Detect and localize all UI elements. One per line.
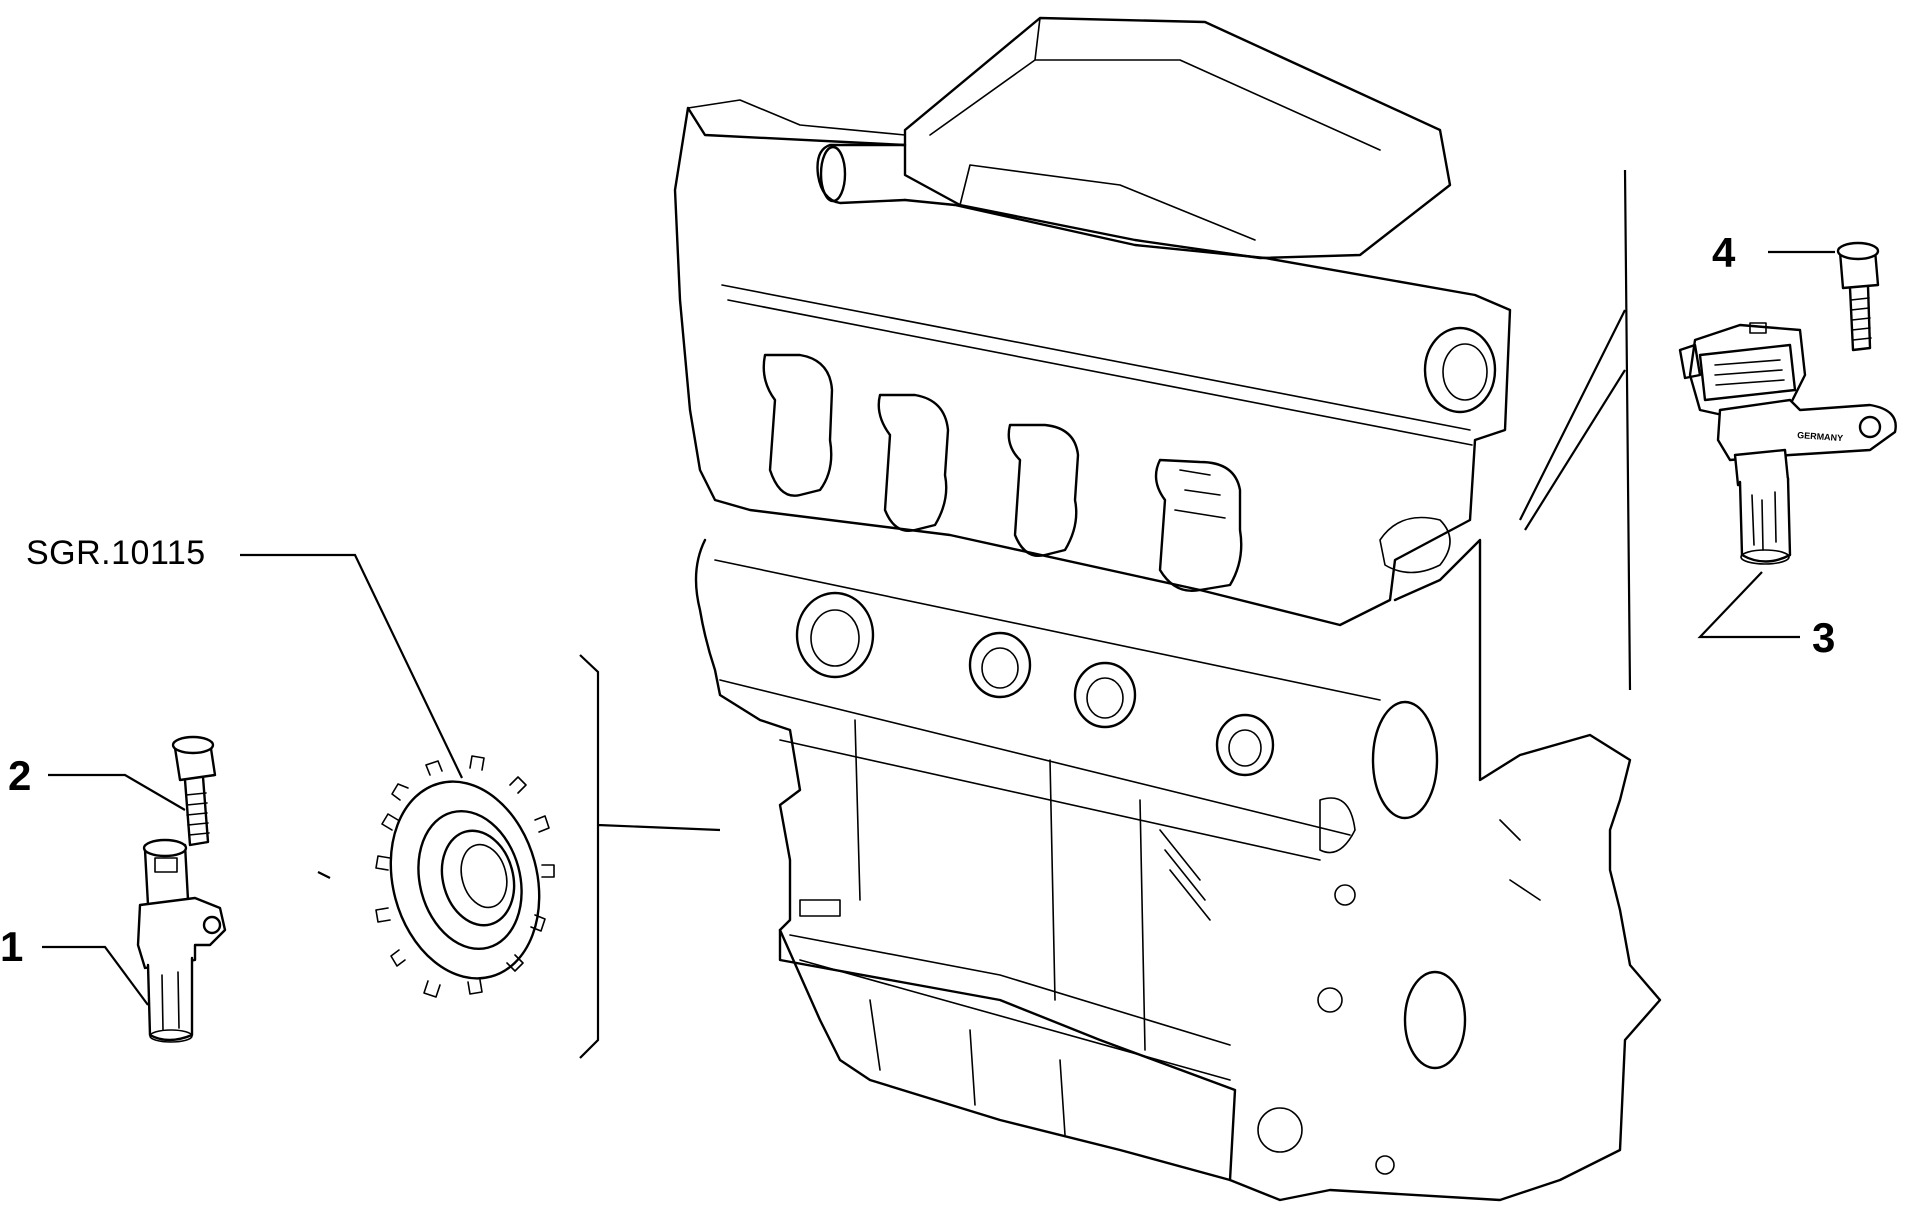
reference-label: SGR.10115 (26, 534, 206, 572)
bolt-part-2 (171, 735, 217, 847)
leader-part-2 (48, 773, 186, 811)
leader-part-3 (1697, 571, 1800, 639)
group-bracket-right (1519, 169, 1632, 691)
callout-part-2: 2 (8, 752, 32, 799)
callout-part-4: 4 (1712, 229, 1736, 276)
sensor-marking: GERMANY (1797, 430, 1844, 443)
crankshaft-tone-wheel (375, 755, 555, 998)
callout-part-1: 1 (0, 923, 24, 970)
tick-mark (317, 871, 331, 879)
leader-part-1 (42, 945, 149, 1006)
leader-lines (42, 250, 1835, 1006)
group-bracket-left (579, 654, 721, 1059)
engine-block (673, 16, 1662, 1202)
callout-part-3: 3 (1812, 614, 1836, 661)
leader-reference (240, 553, 463, 779)
crank-sensor-part-1 (136, 838, 227, 1043)
cam-sensor-part-3: GERMANY (1678, 322, 1897, 565)
bolt-part-4 (1836, 241, 1880, 352)
